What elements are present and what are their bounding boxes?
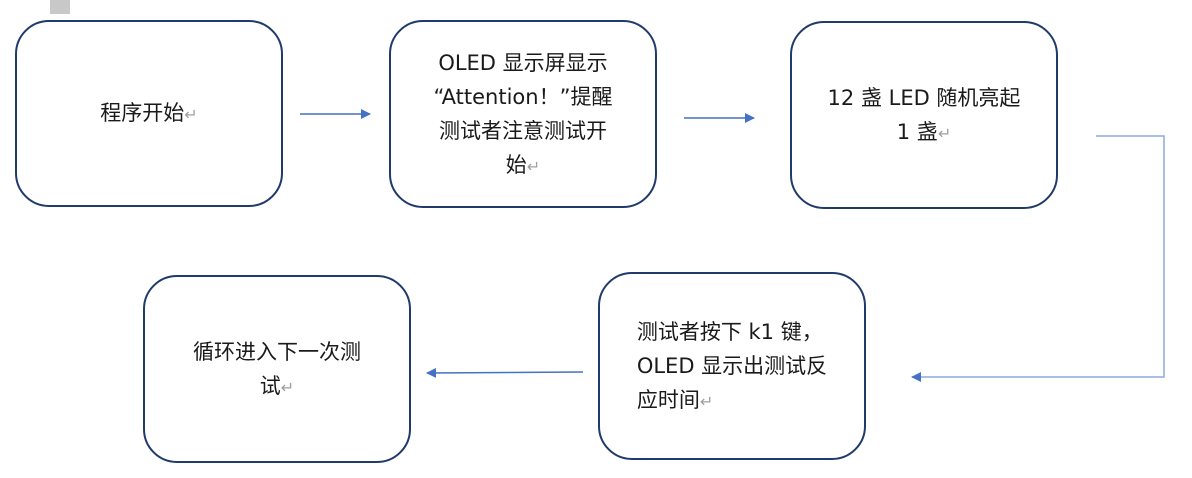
return-mark: ↵ [526,157,541,177]
return-mark: ↵ [937,124,952,143]
step-oled-attention-line-4: 始 [505,153,527,178]
step-press-k1-box: 测试者按下 k1 键， OLED 显示出测试反 应时间↵ [598,272,866,460]
return-mark: ↵ [184,105,198,125]
step-oled-attention-line-1: OLED 显示屏显示 [438,50,608,75]
step-start-line-1: 程序开始 [100,101,185,126]
step-loop-box: 循环进入下一次测 试↵ [143,275,411,463]
step-oled-attention-line-2: “Attention！”提醒 [433,84,613,109]
step-oled-attention-line-3: 测试者注意测试开 [438,119,607,143]
step-led-random-box: 12 盏 LED 随机亮起 1 盏↵ [790,21,1058,209]
step-loop-line-2: 试 [259,374,281,398]
step-press-k1-line-3: 应时间 [636,388,700,412]
step-loop-line-1: 循环进入下一次测 [193,339,361,364]
connector-led-to-k1 [911,135,1165,382]
step-press-k1-line-1: 测试者按下 k1 键， [636,319,823,344]
corner-mark [50,0,70,14]
step-press-k1-line-2: OLED 显示出测试反 [636,353,828,378]
return-mark: ↵ [699,392,714,411]
step-led-random-line-1: 12 盏 LED 随机亮起 [827,85,1021,110]
step-oled-attention-box: OLED 显示屏显示 “Attention！”提醒 测试者注意测试开 始↵ [389,20,657,208]
return-mark: ↵ [280,378,295,397]
step-start-box: 程序开始↵ [15,20,283,207]
step-led-random-line-2: 1 盏 [896,120,938,144]
arrow-k1-to-loop [426,367,584,378]
